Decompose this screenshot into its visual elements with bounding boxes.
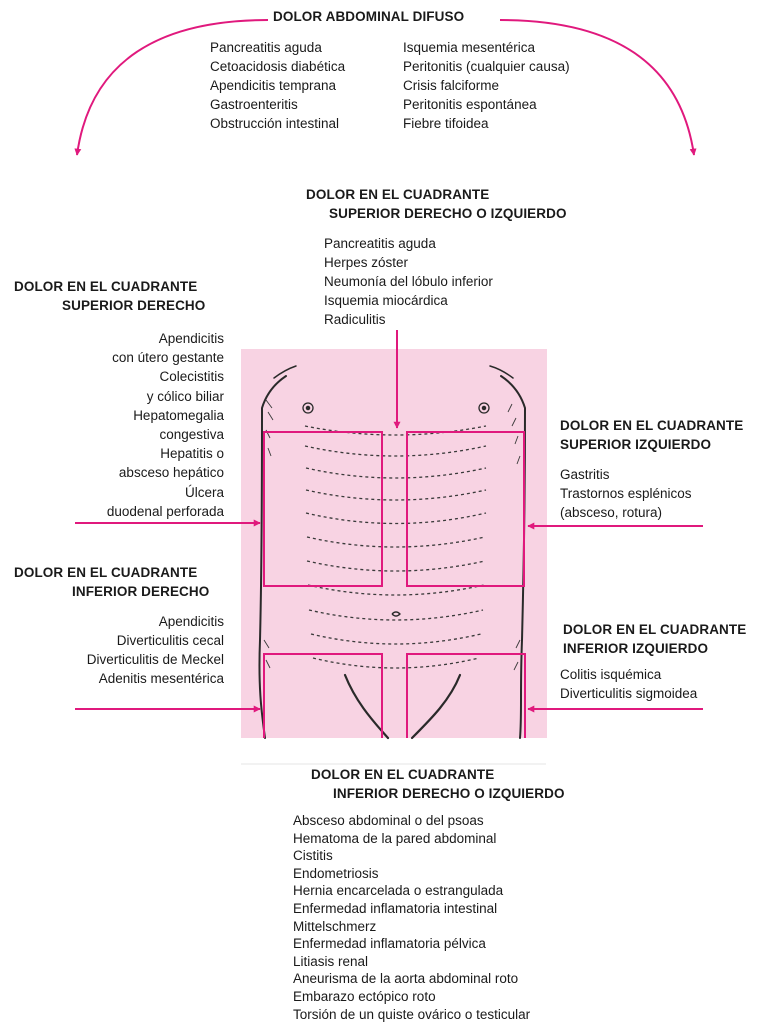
list-item: Diverticulitis de Meckel [87, 650, 224, 669]
right-nipple-center [482, 406, 485, 409]
upper-either-list: Pancreatitis aguda Herpes zóster Neumoní… [324, 234, 493, 329]
list-item: absceso hepático [107, 463, 224, 482]
diffuse-col1: Pancreatitis aguda Cetoacidosis diabétic… [210, 38, 345, 133]
list-item: Colitis isquémica [560, 665, 697, 684]
lower-left-title: DOLOR EN EL CUADRANTE INFERIOR IZQUIERDO [563, 620, 746, 658]
title-line: INFERIOR DERECHO O IZQUIERDO [311, 784, 565, 803]
list-item: Gastroenteritis [210, 95, 345, 114]
list-item: Torsión de un quiste ovárico o testicula… [293, 1006, 530, 1024]
title-line: DOLOR EN EL CUADRANTE [14, 563, 209, 582]
lower-either-list: Absceso abdominal o del psoas Hematoma d… [293, 812, 530, 1023]
list-item: Enfermedad inflamatoria pélvica [293, 935, 530, 953]
list-item: Cetoacidosis diabética [210, 57, 345, 76]
list-item: Neumonía del lóbulo inferior [324, 272, 493, 291]
lower-right-title: DOLOR EN EL CUADRANTE INFERIOR DERECHO [14, 563, 209, 601]
list-item: con útero gestante [107, 348, 224, 367]
lower-right-list: Apendicitis Diverticulitis cecal Diverti… [87, 612, 224, 688]
list-item: Gastritis [560, 465, 692, 484]
list-item: Apendicitis [87, 612, 224, 631]
quadrant-boxes [264, 432, 525, 738]
title-line: DOLOR EN EL CUADRANTE [311, 765, 565, 784]
list-item: Pancreatitis aguda [324, 234, 493, 253]
torso-outline [259, 366, 525, 738]
quadrant-box-lower-right [264, 654, 382, 738]
title-line: DOLOR EN EL CUADRANTE [560, 416, 743, 435]
torso-right-contour [501, 376, 525, 738]
title-line: SUPERIOR DERECHO [14, 296, 205, 315]
list-item: Pancreatitis aguda [210, 38, 345, 57]
list-item: Hepatitis o [107, 444, 224, 463]
list-item: duodenal perforada [107, 502, 224, 521]
list-item: Colecistitis [107, 367, 224, 386]
list-item: congestiva [107, 425, 224, 444]
title-line: SUPERIOR DERECHO O IZQUIERDO [306, 204, 567, 223]
title-line: DOLOR EN EL CUADRANTE [306, 185, 567, 204]
list-item: Isquemia mesentérica [403, 38, 570, 57]
list-item: Aneurisma de la aorta abdominal roto [293, 970, 530, 988]
title-line: SUPERIOR IZQUIERDO [560, 435, 743, 454]
upper-right-list: Apendicitis con útero gestante Colecisti… [107, 329, 224, 521]
list-item: Peritonitis (cualquier causa) [403, 57, 570, 76]
list-item: Adenitis mesentérica [87, 669, 224, 688]
list-item: Mittelschmerz [293, 918, 530, 936]
list-item: Isquemia miocárdica [324, 291, 493, 310]
list-item: Úlcera [107, 483, 224, 502]
title-line: DOLOR EN EL CUADRANTE [563, 620, 746, 639]
flank-hatching [264, 400, 520, 670]
rib-arcs [305, 426, 486, 668]
list-item: Hernia encarcelada o estrangulada [293, 882, 530, 900]
upper-left-list: Gastritis Trastornos esplénicos (absceso… [560, 465, 692, 522]
title-line: INFERIOR IZQUIERDO [563, 639, 746, 658]
left-nipple-center [306, 406, 309, 409]
list-item: Diverticulitis sigmoidea [560, 684, 697, 703]
navel [392, 612, 400, 616]
list-item: Cistitis [293, 847, 530, 865]
upper-right-title: DOLOR EN EL CUADRANTE SUPERIOR DERECHO [14, 277, 205, 315]
diffuse-title: DOLOR ABDOMINAL DIFUSO [270, 7, 467, 26]
list-item: Absceso abdominal o del psoas [293, 812, 530, 830]
list-item: Herpes zóster [324, 253, 493, 272]
list-item: Apendicitis [107, 329, 224, 348]
title-line: DOLOR EN EL CUADRANTE [14, 277, 205, 296]
list-item: Diverticulitis cecal [87, 631, 224, 650]
upper-left-title: DOLOR EN EL CUADRANTE SUPERIOR IZQUIERDO [560, 416, 743, 454]
list-item: Radiculitis [324, 310, 493, 329]
lower-left-list: Colitis isquémica Diverticulitis sigmoid… [560, 665, 697, 703]
list-item: (absceso, rotura) [560, 503, 692, 522]
right-groin-line [412, 675, 460, 738]
list-item: Fiebre tifoidea [403, 114, 570, 133]
list-item: y cólico biliar [107, 387, 224, 406]
title-line: INFERIOR DERECHO [14, 582, 209, 601]
list-item: Hepatomegalia [107, 406, 224, 425]
list-item: Trastornos esplénicos [560, 484, 692, 503]
list-item: Apendicitis temprana [210, 76, 345, 95]
upper-either-title: DOLOR EN EL CUADRANTE SUPERIOR DERECHO O… [306, 185, 567, 223]
list-item: Hematoma de la pared abdominal [293, 830, 530, 848]
list-item: Peritonitis espontánea [403, 95, 570, 114]
list-item: Crisis falciforme [403, 76, 570, 95]
diffuse-col2: Isquemia mesentérica Peritonitis (cualqu… [403, 38, 570, 133]
list-item: Litiasis renal [293, 953, 530, 971]
list-item: Embarazo ectópico roto [293, 988, 530, 1006]
list-item: Endometriosis [293, 865, 530, 883]
lower-either-title: DOLOR EN EL CUADRANTE INFERIOR DERECHO O… [311, 765, 565, 803]
list-item: Enfermedad inflamatoria intestinal [293, 900, 530, 918]
list-item: Obstrucción intestinal [210, 114, 345, 133]
